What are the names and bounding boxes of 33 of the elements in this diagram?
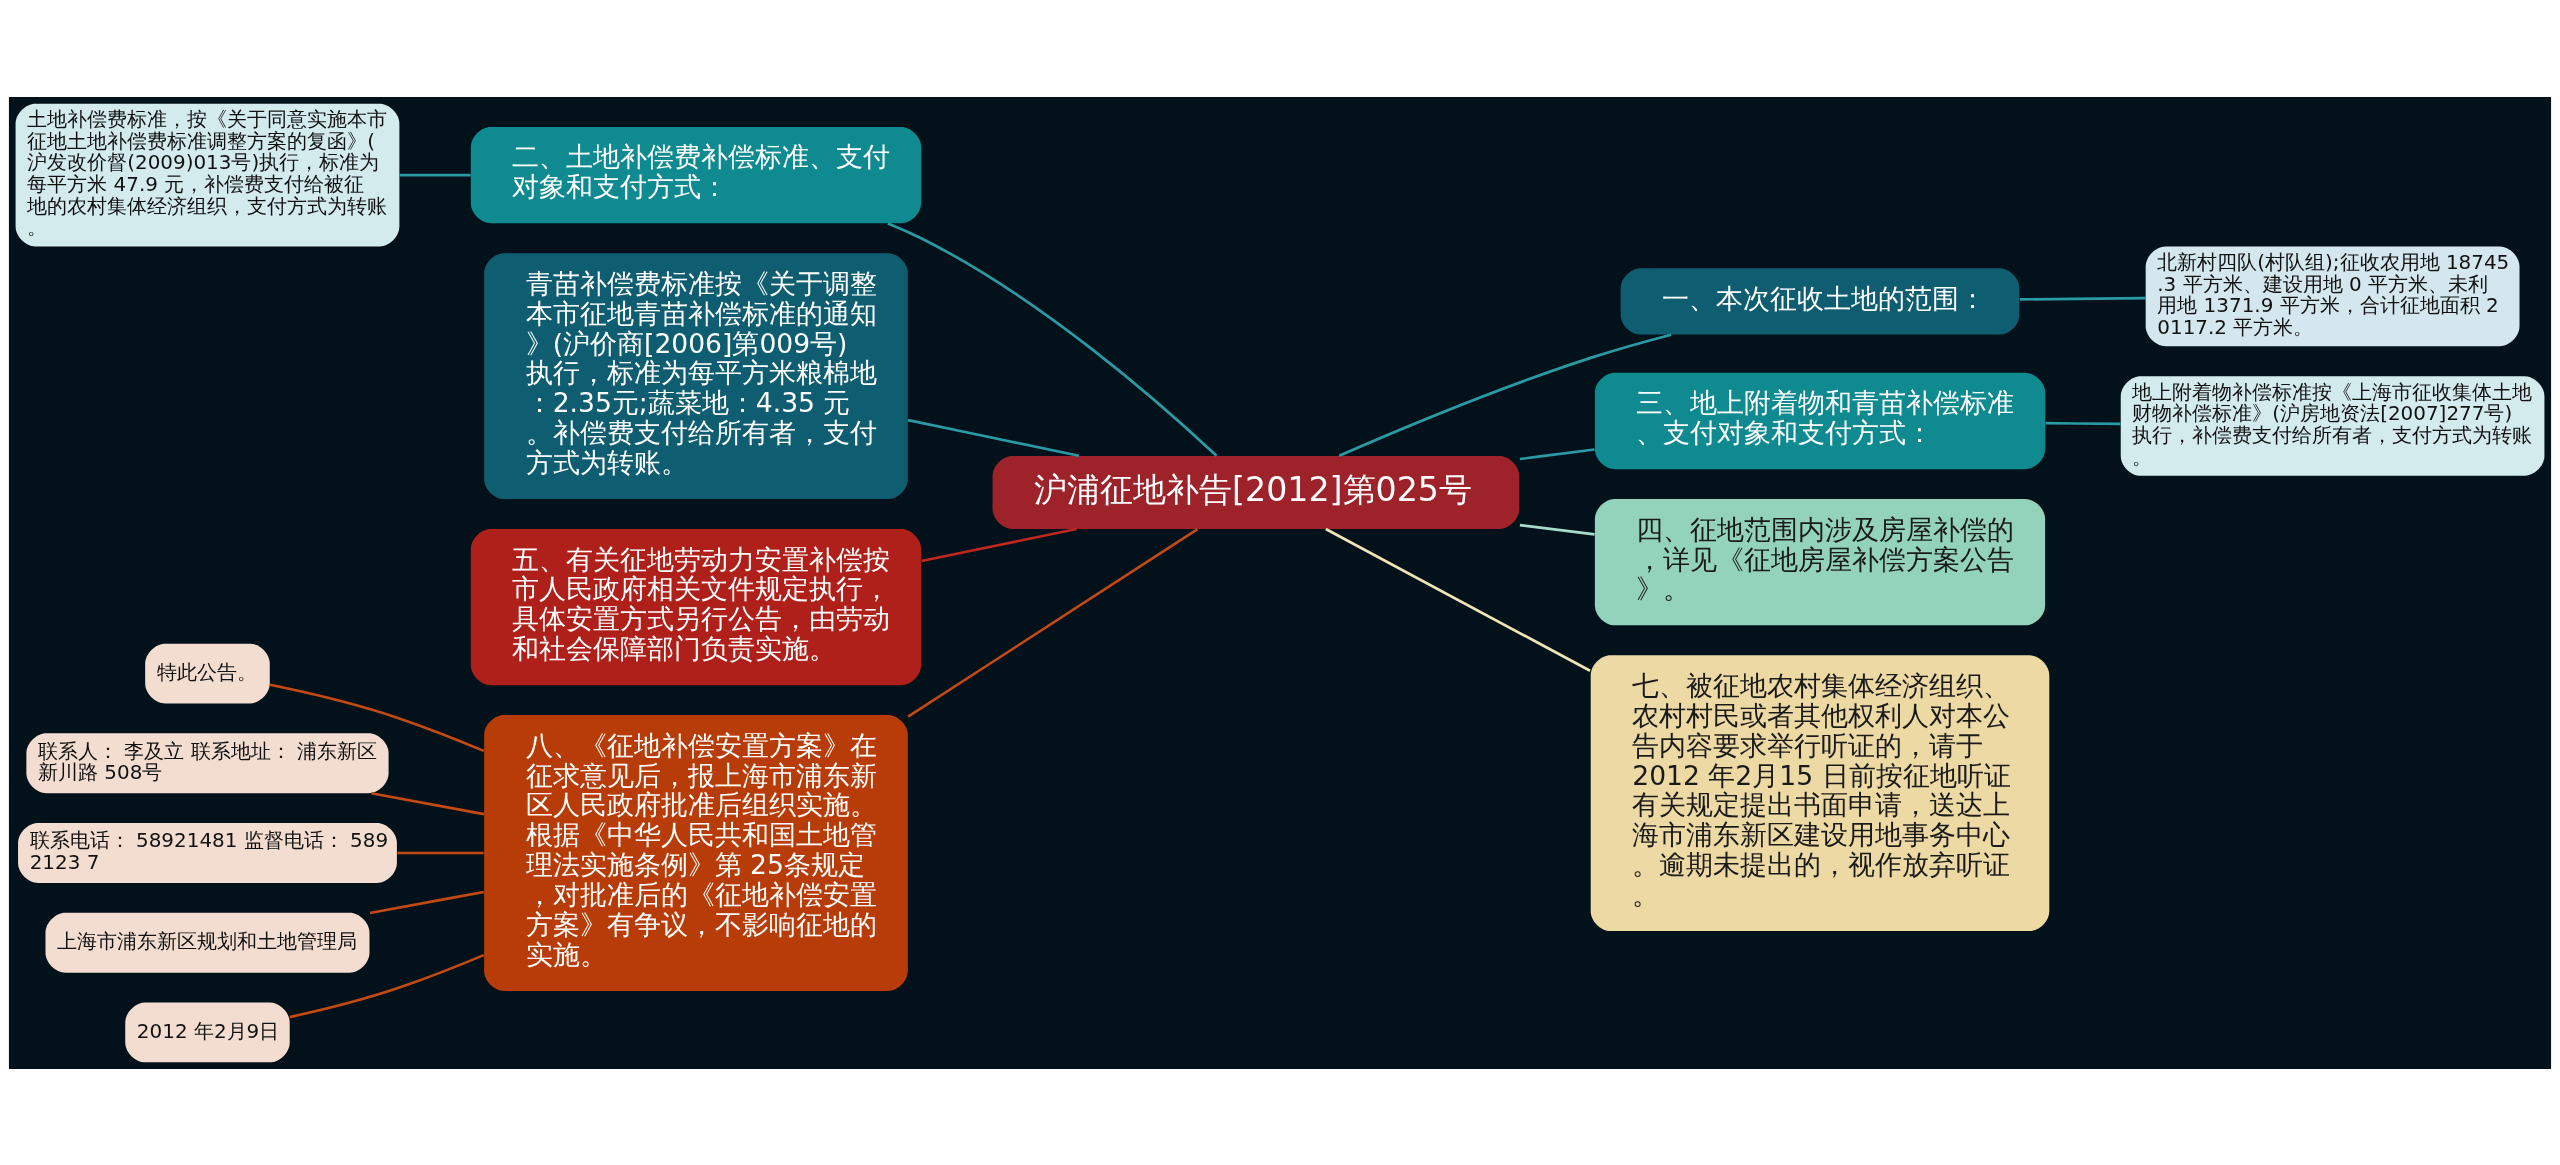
connector bbox=[269, 682, 485, 752]
connector bbox=[1519, 523, 1595, 536]
connector bbox=[397, 851, 484, 854]
node-box: 沪浦征地补告[2012]第025号 bbox=[992, 455, 1520, 529]
node-box: 北新村四队(村队组);征收农用地 18745.3 平方米、建设用地 0 平方米、未利用地 1371.9 平方米，合计征地面积 20117.2 平方米。 bbox=[2145, 246, 2520, 346]
connector bbox=[887, 221, 1218, 457]
node-box: 特此公告。 bbox=[145, 643, 270, 703]
connector bbox=[371, 791, 485, 815]
node-box: 上海市浦东新区规划和土地管理局 bbox=[45, 912, 370, 973]
node-box: 联系电话： 58921481 监督电话： 5892123 7 bbox=[18, 822, 397, 883]
node-box: 七、被征地农村集体经济组织、农村村民或者其他权利人对本公告内容要求举行听证的，请于 2012 年2月15 日前按征地听证有关规定提出书面申请，送达上海市浦东新区建设用地事务中心。逾期未提出的，视作放弃听证。 bbox=[1590, 654, 2050, 931]
node-box: 一、本次征收土地的范围： bbox=[1620, 267, 2020, 335]
node-box: 联系人： 李及立 联系地址： 浦东新区新川路 508号 bbox=[26, 732, 389, 793]
connector bbox=[2045, 421, 2121, 425]
connector bbox=[1338, 332, 1672, 457]
node-box: 青苗补偿费标准按《关于调整本市征地青苗补偿标准的通知》(沪价商[2006]第009号)执行，标准为每平方米粮棉地：2.35元;蔬菜地：4.35 元。补偿费支付给所有者，支付方式为转账。 bbox=[484, 252, 908, 499]
connector bbox=[1325, 527, 1591, 672]
connector bbox=[921, 527, 1077, 562]
connector bbox=[1519, 447, 1595, 460]
node-box: 三、地上附着物和青苗补偿标准、支付对象和支付方式： bbox=[1594, 372, 2046, 469]
connector bbox=[369, 890, 484, 914]
node-box: 四、征地范围内涉及房屋补偿的，详见《征地房屋补偿方案公告》。 bbox=[1594, 498, 2046, 625]
connector bbox=[2020, 296, 2146, 301]
node-box: 八、《征地补偿安置方案》在征求意见后，报上海市浦东新区人民政府批准后组织实施。根据《中华人民共和国土地管理法实施条例》第 25条规定，对批准后的《征地补偿安置方案》有争议，不影响征地的实施。 bbox=[484, 714, 908, 991]
connector bbox=[907, 527, 1199, 718]
node-box: 2012 年2月9日 bbox=[125, 1002, 290, 1062]
connector bbox=[399, 173, 471, 176]
node-box: 五、有关征地劳动力安置补偿按市人民政府相关文件规定执行，具体安置方式另行公告，由劳动和社会保障部门负责实施。 bbox=[470, 528, 922, 685]
node-box: 土地补偿费标准，按《关于同意实施本市征地土地补偿费标准调整方案的复函》(沪发改价督(2009)013号)执行，标准为每平方米 47.9 元，补偿费支付给被征地的农村集体经济组织，支付方式为转账。 bbox=[15, 103, 400, 247]
node-box: 二、土地补偿费补偿标准、支付对象和支付方式： bbox=[470, 126, 922, 223]
node-box: 地上附着物补偿标准按《上海市征收集体土地财物补偿标准》(沪房地资法[2007]277号)执行，补偿费支付给所有者，支付方式为转账。 bbox=[2120, 375, 2545, 476]
connector bbox=[289, 953, 485, 1018]
connector bbox=[907, 418, 1080, 457]
